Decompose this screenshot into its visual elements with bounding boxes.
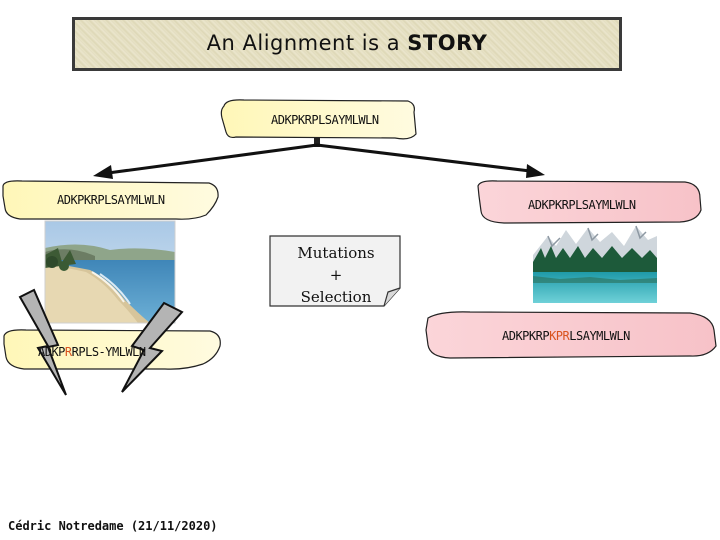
lightning-bolt-icon: [121, 301, 184, 393]
slide-title: An Alignment is a STORY: [75, 31, 619, 55]
left-parent-scroll: [2, 180, 219, 220]
title-emphasis: STORY: [407, 31, 488, 55]
right-parent-sequence: ADKPKRPLSAYMLWLN: [528, 198, 636, 212]
right-descendant-scroll: [425, 311, 717, 359]
note-line-mutations: Mutations: [297, 244, 375, 262]
ancestor-sequence: ADKPKRPLSAYMLWLN: [271, 113, 379, 127]
note-text: Mutations + Selection: [273, 242, 399, 308]
ancestor-scroll: [220, 99, 417, 140]
left-descendant-scroll: [3, 329, 221, 370]
right-parent-scroll: [477, 180, 702, 224]
title-box: An Alignment is a STORY: [72, 17, 622, 71]
mountain-lake-photo: [533, 225, 657, 303]
author-credit: Cédric Notredame (21/11/2020): [8, 519, 218, 533]
lightning-bolt-icon: [18, 288, 67, 396]
beach-photo: [44, 220, 176, 324]
left-seq-highlight: R: [64, 345, 72, 359]
right-descendant-sequence: ADKPKRPKPRLSAYMLWLN: [502, 329, 630, 343]
note-line-selection: Selection: [300, 288, 372, 306]
left-seq-end: RPLS-YMLWLN: [71, 345, 146, 359]
right-seq-start: ADKPKRP: [502, 329, 550, 343]
left-descendant-sequence: ADKPRRPLS-YMLWLN: [38, 345, 146, 359]
right-seq-end: LSAYMLWLN: [569, 329, 630, 343]
left-seq-start: ADKP: [38, 345, 65, 359]
mutation-note: [269, 235, 401, 307]
right-seq-highlight: KPR: [549, 329, 570, 343]
note-line-plus: +: [329, 266, 343, 284]
left-parent-sequence: ADKPKRPLSAYMLWLN: [57, 193, 165, 207]
tree-connector: [93, 138, 545, 179]
title-prefix: An Alignment is a: [206, 31, 401, 55]
